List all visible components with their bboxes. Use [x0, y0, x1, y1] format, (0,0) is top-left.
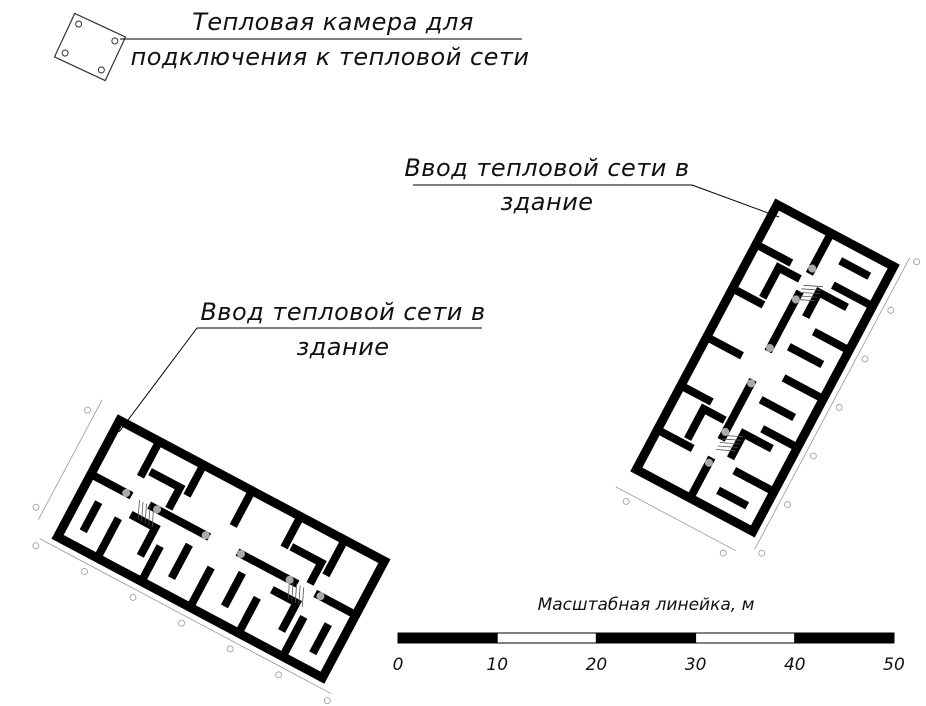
scale-bar-tick-label: 20: [586, 655, 608, 675]
scale-bar-segment: [595, 632, 697, 644]
legend-label-line2: подключения к тепловой сети: [131, 43, 530, 71]
building-right-stairs: [715, 284, 823, 452]
legend-label-line1: Тепловая камера для: [192, 8, 474, 36]
building-plan-right: [615, 198, 921, 557]
scale-bar-tick-label: 50: [883, 655, 905, 675]
scale-bar-segment: [695, 632, 796, 644]
building-left-dimension-chain: [32, 399, 332, 705]
callout-left-line1: Ввод тепловой сети в: [200, 298, 485, 326]
scale-bar-tick-labels: 0 10 20 30 40 50: [393, 655, 905, 675]
building-left-stairs: [137, 499, 305, 607]
callout-right-line2: здание: [500, 188, 593, 216]
building-plan-left: [32, 399, 391, 705]
scale-bar: Масштабная линейка, м 0 10 20 30 40 50: [393, 595, 905, 675]
heat-chamber-legend-label: Тепловая камера для подключения к теплов…: [120, 8, 530, 71]
scale-bar-tick-label: 10: [486, 655, 508, 675]
heat-chamber-symbol-icon: [53, 12, 127, 82]
scale-bar-tick-label: 30: [685, 655, 707, 675]
building-right-columns: [704, 264, 817, 467]
callout-right-line1: Ввод тепловой сети в: [404, 154, 689, 182]
scale-bar-title: Масштабная линейка, м: [538, 595, 755, 615]
callout-right-leader-line: [691, 184, 780, 218]
building-left-columns: [122, 488, 325, 601]
building-left-inner-walls: [79, 436, 362, 662]
callout-heat-input-left: Ввод тепловой сети в здание: [118, 298, 485, 433]
building-right-inner-walls: [652, 227, 878, 510]
callout-heat-input-right: Ввод тепловой сети в здание: [404, 154, 780, 218]
scale-bar-tick-label: 40: [784, 655, 806, 675]
callout-left-line2: здание: [296, 333, 389, 361]
scale-bar-segment: [794, 632, 895, 644]
scale-bar-segment: [397, 632, 498, 644]
scale-bar-segment: [496, 632, 597, 644]
callout-left-leader-line: [118, 327, 198, 433]
scale-bar-tick-label: 0: [393, 655, 404, 675]
scale-bar-segments: [397, 632, 895, 644]
building-right-dimension-chain: [615, 257, 921, 557]
